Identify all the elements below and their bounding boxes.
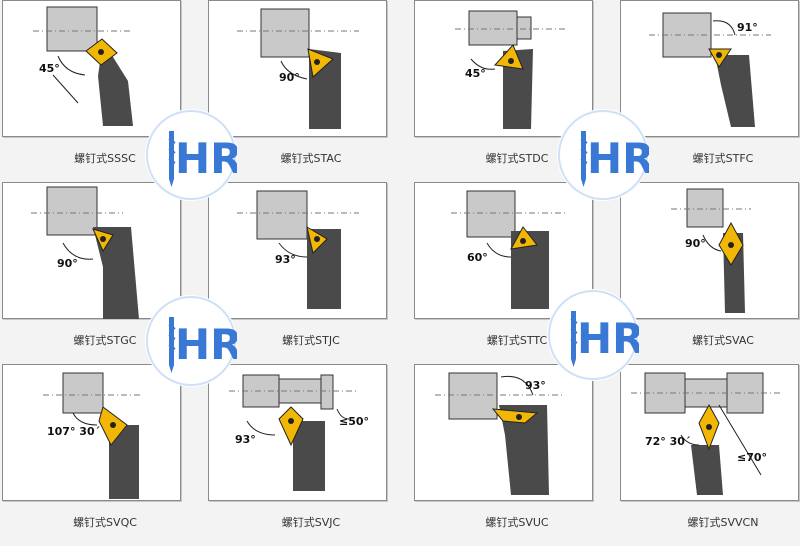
tool-caption: 螺钉式STJC — [282, 334, 340, 347]
tool-card-stac[interactable]: 90° 螺钉式STAC — [208, 0, 414, 182]
tool-caption: 螺钉式SVVCN — [687, 516, 759, 529]
tool-diagram-panel: 93° — [414, 364, 593, 501]
tool-diagram: 45° — [33, 6, 133, 126]
tool-caption: 螺钉式STFC — [692, 152, 754, 165]
angle-label: 72° 30´ — [645, 435, 690, 448]
tool-diagram: 93° — [435, 372, 565, 495]
angle-label: 93° — [235, 433, 256, 446]
tool-caption: 螺钉式STGC — [73, 334, 137, 347]
angle-label: 107° 30´ — [47, 425, 100, 438]
hr-logo-watermark: HR — [145, 109, 237, 201]
angle-label: 45° — [39, 62, 60, 75]
logo-text: HR — [175, 134, 237, 183]
angle-label: 90° — [685, 237, 706, 250]
tool-caption: 螺钉式STDC — [485, 152, 549, 165]
tool-caption: 螺钉式SVQC — [73, 516, 137, 529]
tool-diagram-panel: 107° 30´ — [2, 364, 181, 501]
tool-diagram: 107° 30´ — [43, 372, 143, 499]
tool-caption: 螺钉式STAC — [280, 152, 342, 165]
tool-card-svvcn[interactable]: 72° 30´ ≤70° 螺钉式SVVCN — [620, 364, 800, 546]
tool-diagram: 90° — [31, 186, 139, 319]
angle-label: 93° — [525, 379, 546, 392]
hr-logo-watermark: HR — [547, 289, 639, 381]
angle-label: 90° — [279, 71, 300, 84]
tool-diagram-panel: 90° — [2, 182, 181, 319]
logo-text: HR — [577, 314, 639, 363]
tool-diagram-panel: 60° — [414, 182, 593, 319]
tool-card-sttc[interactable]: 60° 螺钉式STTC — [414, 182, 620, 364]
tool-card-svjc[interactable]: 93° ≤50° 螺钉式SVJC — [208, 364, 414, 546]
tool-diagram: 91° — [649, 12, 771, 127]
tool-caption: 螺钉式SVUC — [485, 516, 549, 529]
tool-caption: 螺钉式SVAC — [692, 334, 754, 347]
tool-diagram-panel: 90° — [208, 0, 387, 137]
tool-diagram-panel: 45° — [414, 0, 593, 137]
tool-diagram: 45° — [455, 10, 565, 129]
tool-card-stfc[interactable]: 91° 螺钉式STFC — [620, 0, 800, 182]
tool-card-stdc[interactable]: 45° 螺钉式STDC — [414, 0, 620, 182]
tool-card-sssc[interactable]: 45° 螺钉式SSSC — [2, 0, 208, 182]
tool-diagram: 93° ≤50° — [229, 374, 369, 491]
tool-card-svac[interactable]: 90° 螺钉式SVAC — [620, 182, 800, 364]
tool-diagram: 60° — [451, 190, 565, 309]
tool-card-stjc[interactable]: 93° 螺钉式STJC — [208, 182, 414, 364]
angle-label: ≤50° — [339, 415, 369, 428]
hr-logo-watermark: HR — [557, 109, 649, 201]
logo-text: HR — [587, 134, 649, 183]
tool-diagram-panel: 93° — [208, 182, 387, 319]
angle-label: 90° — [57, 257, 78, 270]
tool-card-svqc[interactable]: 107° 30´ 螺钉式SVQC — [2, 364, 208, 546]
tool-diagram: 93° — [237, 190, 359, 309]
tool-diagram: 90° — [671, 188, 751, 313]
tool-diagram-panel: 90° — [620, 182, 799, 319]
tool-caption: 螺钉式SSSC — [74, 152, 136, 165]
angle-label: 45° — [465, 67, 486, 80]
tool-diagram-panel: 45° — [2, 0, 181, 137]
tool-caption: 螺钉式SVJC — [281, 516, 341, 529]
logo-text: HR — [175, 320, 237, 369]
hr-logo-watermark: HR — [145, 295, 237, 387]
tool-card-stgc[interactable]: 90° 螺钉式STGC — [2, 182, 208, 364]
tool-diagram: 90° — [237, 8, 359, 129]
tool-diagram-panel: 72° 30´ ≤70° — [620, 364, 799, 501]
tool-caption: 螺钉式STTC — [486, 334, 548, 347]
tool-card-svuc[interactable]: 93° 螺钉式SVUC — [414, 364, 620, 546]
tool-diagram: 72° 30´ ≤70° — [631, 372, 781, 495]
angle-label: ≤70° — [737, 451, 767, 464]
tool-diagram-panel: 93° ≤50° — [208, 364, 387, 501]
tool-diagram-panel: 91° — [620, 0, 799, 137]
angle-label: 91° — [737, 21, 758, 34]
angle-label: 93° — [275, 253, 296, 266]
angle-label: 60° — [467, 251, 488, 264]
